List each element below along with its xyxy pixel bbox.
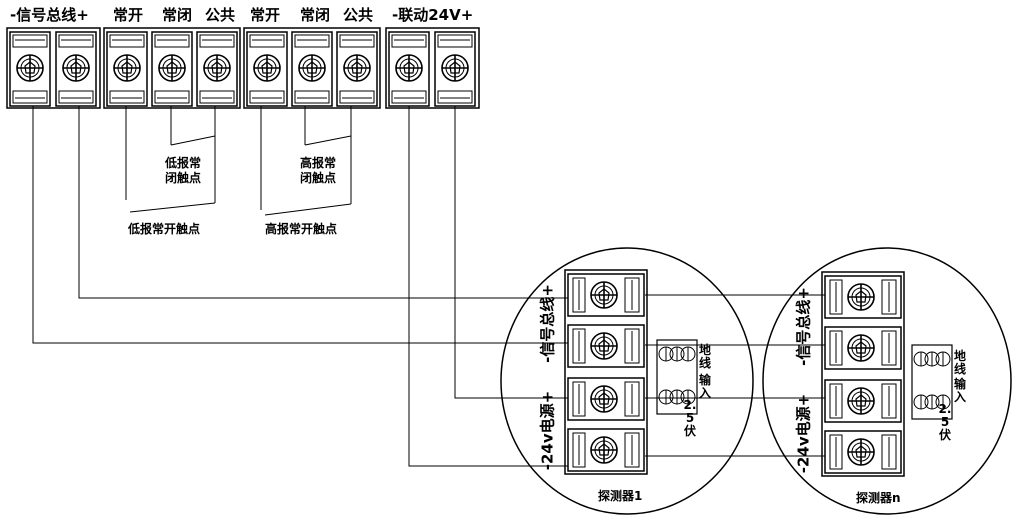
- detector-n-ground-label: 地线: [953, 349, 966, 376]
- terminal-block: [107, 32, 147, 106]
- label-normally-open-1: 常开: [113, 6, 144, 24]
- wires: [32, 106, 825, 467]
- wire-bus-minus: [32, 106, 568, 344]
- wire-high-nc-switch: [304, 135, 352, 146]
- detector-n-terminal-strip: [821, 271, 905, 477]
- label-common-2: 公共: [343, 6, 374, 24]
- label-common-1: 公共: [205, 6, 236, 24]
- terminal-group-low-alarm-relay: [103, 27, 241, 109]
- terminal-group-high-alarm-relay: [243, 27, 381, 109]
- detector-1-bus-label: -信号总线+: [538, 284, 557, 363]
- wire-bus-plus: [78, 106, 568, 299]
- detector-1-input-label: 输入: [698, 373, 711, 400]
- terminal-block: [435, 32, 475, 106]
- detector-n-power-label: -24v电源+: [794, 393, 813, 474]
- detector-n-caption: 探测器n: [856, 491, 901, 505]
- label-normally-open-2: 常开: [250, 6, 281, 24]
- terminal-block: [10, 32, 50, 106]
- label-signal-bus: -信号总线+: [10, 6, 89, 24]
- wire-low-nc-switch: [170, 135, 216, 146]
- terminal-block: [389, 32, 429, 106]
- terminal-block: [56, 32, 96, 106]
- detector-1-outline: [500, 247, 754, 515]
- terminal-group-signal-bus: [6, 27, 101, 109]
- detector-1-caption: 探测器1: [598, 489, 643, 503]
- label-normally-closed-1: 常闭: [162, 6, 193, 24]
- terminal-block: [337, 32, 377, 106]
- terminal-group-linkage-24v: [385, 27, 480, 109]
- terminal-block: [152, 32, 192, 106]
- terminal-block: [247, 32, 287, 106]
- label-normally-closed-2: 常闭: [300, 6, 331, 24]
- label-high-nc-contact: 高报常 闭触点: [300, 156, 337, 185]
- detector-1-power-label: -24v电源+: [538, 390, 557, 471]
- label-low-nc-contact: 低报常 闭触点: [165, 156, 202, 185]
- label-low-no-contact: 低报常开触点: [128, 222, 201, 236]
- detector-1-terminal-strip: [564, 269, 648, 475]
- wire-linkage-plus: [454, 106, 568, 399]
- detector-1-ground-label: 地线: [698, 343, 711, 370]
- wire-linkage-minus: [408, 106, 568, 467]
- detector-n-input-label: 输入: [953, 377, 966, 404]
- wire-low-no-switch: [129, 202, 216, 213]
- terminal-block: [197, 32, 237, 106]
- label-high-no-contact: 高报常开触点: [265, 222, 338, 236]
- wire-high-no-switch: [264, 203, 352, 216]
- detector-n-outline: [762, 247, 1012, 515]
- terminal-block: [292, 32, 332, 106]
- label-linkage-24v: -联动24V+: [392, 6, 474, 24]
- detector-n-bus-label: -信号总线+: [794, 287, 813, 366]
